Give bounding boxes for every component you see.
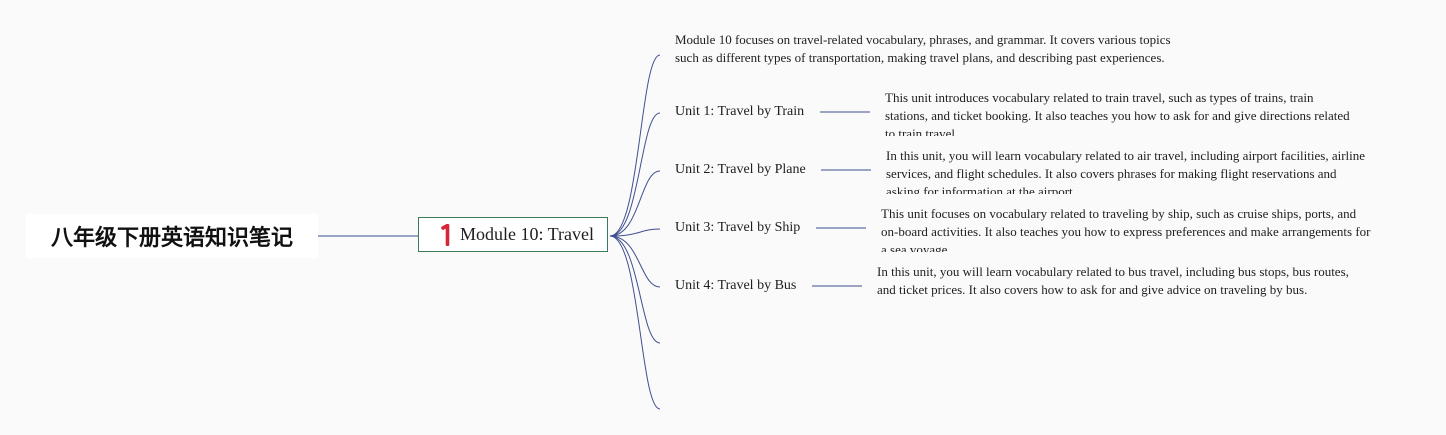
connector-to-unit-3 — [609, 228, 661, 237]
connector-to-summary — [609, 54, 661, 237]
unit-3-title[interactable]: Unit 3: Travel by Ship — [675, 220, 801, 235]
unit-4-description: In this unit, you will learn vocabulary … — [877, 264, 1349, 297]
connector-to-unit-4 — [609, 235, 661, 288]
module-node[interactable]: Module 10: Travel — [418, 217, 608, 252]
module-title: Module 10: Travel — [460, 224, 595, 244]
connector-to-unit-1 — [609, 112, 661, 237]
root-node[interactable]: 八年级下册英语知识笔记 — [26, 214, 318, 258]
unit-1-title[interactable]: Unit 1: Travel by Train — [675, 104, 805, 119]
unit-3-description: This unit focuses on vocabulary related … — [881, 206, 1371, 252]
root-title: 八年级下册英语知识笔记 — [50, 226, 293, 251]
priority-1-icon — [441, 223, 450, 246]
module-summary: Module 10 focuses on travel-related voca… — [675, 32, 1171, 65]
unit-1-description: This unit introduces vocabulary related … — [885, 90, 1350, 136]
connector-to-unit-2 — [609, 170, 661, 237]
connector-empty-branch-1 — [609, 235, 661, 344]
unit-4-title[interactable]: Unit 4: Travel by Bus — [675, 278, 797, 293]
unit-2-title[interactable]: Unit 2: Travel by Plane — [675, 162, 806, 177]
connector-empty-branch-2 — [609, 235, 661, 410]
unit-2-description: In this unit, you will learn vocabulary … — [886, 148, 1366, 194]
